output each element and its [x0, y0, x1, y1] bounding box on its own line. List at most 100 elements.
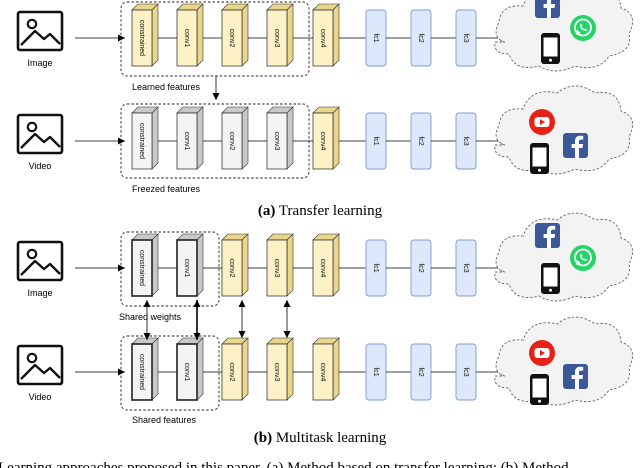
block-side-face: [286, 337, 294, 401]
block-side-face: [332, 337, 340, 401]
layer-label-conv1: conv1: [183, 259, 190, 278]
phone-icon: [541, 263, 560, 294]
layer-block-conv3: conv3: [266, 3, 294, 67]
cloud-icon: [494, 0, 634, 72]
layer-label-constrained: constrained: [138, 354, 145, 390]
layer-label-fc3: fc3: [462, 263, 469, 272]
layer-label-conv2: conv2: [228, 259, 235, 278]
shared-weights-label: Shared weights: [119, 312, 182, 322]
phone-screen: [543, 267, 558, 287]
image-icon-mountain: [20, 29, 61, 46]
caption-b-text: Multitask learning: [272, 430, 387, 446]
layer-label-fc3: fc3: [462, 367, 469, 376]
block-front-face: [131, 343, 153, 401]
layer-block-constrained: constrained: [131, 233, 159, 297]
layer-label-conv1: conv1: [183, 132, 190, 151]
video-icon-sun: [26, 352, 38, 364]
facebook-icon: [563, 364, 588, 389]
input-label-video: Video: [29, 392, 52, 402]
cloud-icon: [494, 316, 634, 406]
layer-block-conv1: conv1: [176, 106, 204, 170]
video-icon-frame: [16, 113, 64, 155]
block-side-face: [332, 233, 340, 297]
image-icon: [16, 240, 64, 282]
whatsapp-tail: [576, 260, 581, 265]
block-side-face: [286, 106, 294, 170]
block-side-face: [196, 233, 204, 297]
block-front-face: [312, 112, 334, 170]
block-front-face: [176, 112, 198, 170]
layer-block-conv1: conv1: [176, 3, 204, 67]
layer-label-conv3: conv3: [273, 132, 280, 151]
block-front-face: [176, 239, 198, 297]
shared-features-label: Shared features: [132, 415, 197, 425]
phone-icon: [530, 374, 549, 405]
caption-a-tag: (a): [258, 203, 276, 219]
facebook-f-glyph: [571, 135, 584, 158]
block-side-face: [196, 3, 204, 67]
fc-block-fc1: fc1: [365, 112, 387, 170]
layer-label-conv4: conv4: [319, 259, 326, 278]
block-front-face: [131, 239, 153, 297]
facebook-f-glyph: [543, 0, 556, 18]
fc-block-fc1: fc1: [365, 239, 387, 297]
block-front-face: [221, 343, 243, 401]
video-icon-frame: [16, 344, 64, 386]
block-front-face: [312, 9, 334, 67]
cloud-icon: [494, 85, 634, 175]
layer-block-constrained: constrained: [131, 337, 159, 401]
block-side-face: [196, 106, 204, 170]
layer-label-fc1: fc1: [372, 367, 379, 376]
video-icon: [16, 344, 64, 386]
layer-label-conv2: conv2: [228, 363, 235, 382]
block-side-face: [241, 337, 249, 401]
layer-block-conv2: conv2: [221, 337, 249, 401]
layer-block-conv2: conv2: [221, 3, 249, 67]
whatsapp-phone-glyph: [580, 23, 588, 31]
block-side-face: [151, 233, 159, 297]
layer-label-conv1: conv1: [183, 29, 190, 48]
block-side-face: [151, 337, 159, 401]
fc-block-fc1: fc1: [365, 343, 387, 401]
block-front-face: [266, 9, 288, 67]
layer-block-conv3: conv3: [266, 233, 294, 297]
block-side-face: [151, 3, 159, 67]
caption-b-tag: (b): [254, 430, 272, 446]
video-icon: [16, 113, 64, 155]
youtube-play: [540, 350, 545, 356]
layer-label-conv4: conv4: [319, 132, 326, 151]
caption-a: (a) Transfer learning: [258, 203, 383, 219]
layer-block-conv2: conv2: [221, 106, 249, 170]
block-side-face: [151, 106, 159, 170]
facebook-f-glyph: [543, 225, 556, 248]
layer-label-conv2: conv2: [228, 132, 235, 151]
learned-features-label: Learned features: [132, 82, 201, 92]
youtube-play: [540, 119, 545, 125]
block-side-face: [286, 233, 294, 297]
caption-a-text: Transfer learning: [275, 203, 382, 219]
image-icon-frame: [16, 240, 64, 282]
block-front-face: [312, 239, 334, 297]
layer-label-fc2: fc2: [417, 263, 424, 272]
block-side-face: [332, 3, 340, 67]
freezed-features-label: Freezed features: [132, 184, 201, 194]
block-side-face: [241, 233, 249, 297]
phone-button: [549, 288, 552, 292]
whatsapp-bubble: [574, 248, 592, 267]
youtube-icon: [529, 109, 555, 135]
block-front-face: [266, 343, 288, 401]
image-icon-sun: [26, 248, 38, 260]
layer-block-conv4: conv4: [312, 337, 340, 401]
layer-label-constrained: constrained: [138, 123, 145, 159]
fc-block-fc2: fc2: [410, 239, 432, 297]
whatsapp-tail: [576, 30, 581, 35]
facebook-f-glyph: [571, 366, 584, 389]
facebook-icon: [563, 133, 588, 158]
layer-label-fc1: fc1: [372, 33, 379, 42]
facebook-icon: [535, 0, 560, 18]
phone-screen: [543, 37, 558, 57]
fc-block-fc2: fc2: [410, 112, 432, 170]
block-side-face: [332, 106, 340, 170]
layer-label-conv4: conv4: [319, 29, 326, 48]
